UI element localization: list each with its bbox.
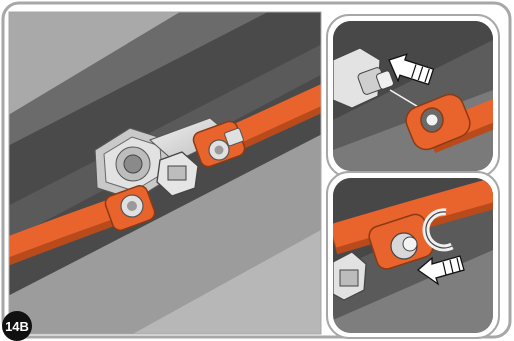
step-badge: 14B (2, 311, 32, 341)
inset-bottom-view (333, 178, 500, 333)
inset-top-view (333, 21, 500, 171)
main-view (0, 0, 330, 341)
step-badge-label: 14B (5, 319, 29, 334)
